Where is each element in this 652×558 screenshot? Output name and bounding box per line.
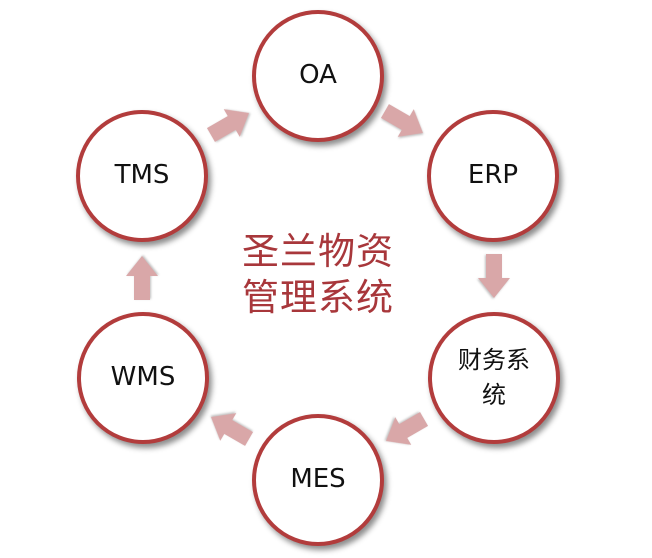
- node-tms-label: TMS: [114, 160, 170, 191]
- node-finance: 财务系统: [428, 312, 560, 444]
- node-erp: ERP: [427, 110, 559, 242]
- node-oa-label: OA: [299, 60, 337, 91]
- node-mes: MES: [252, 414, 384, 546]
- center-title: 圣兰物资管理系统: [242, 229, 394, 319]
- node-oa: OA: [252, 10, 384, 142]
- node-wms: WMS: [77, 312, 209, 444]
- node-finance-label: 财务系统: [458, 346, 530, 409]
- node-erp-label: ERP: [467, 160, 519, 191]
- node-tms: TMS: [76, 110, 208, 242]
- node-mes-label: MES: [290, 464, 346, 495]
- node-wms-label: WMS: [110, 362, 176, 393]
